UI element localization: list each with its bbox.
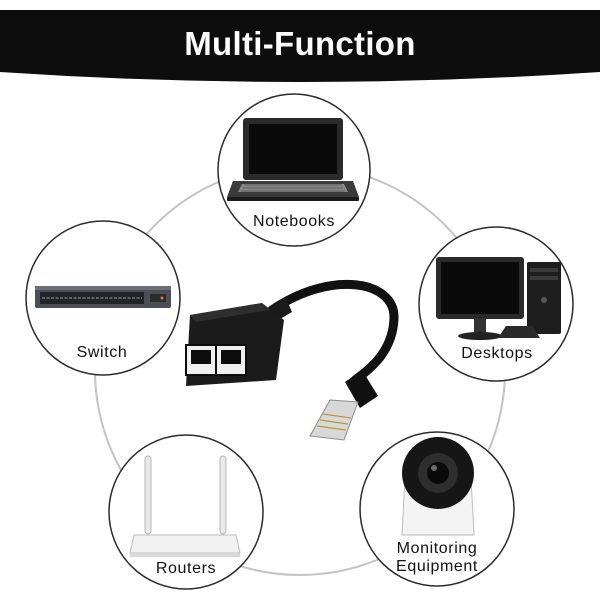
ethernet-cable xyxy=(267,279,399,385)
rj45-port-right xyxy=(215,344,247,376)
routers-label: Routers xyxy=(155,560,217,577)
switch-label: Switch xyxy=(76,344,128,361)
banner-title: Multi-Function xyxy=(184,25,416,62)
desktop-computer-icon xyxy=(436,257,561,340)
network-switch-icon xyxy=(35,286,171,308)
rj45-port-left xyxy=(185,344,217,376)
monitoring-bubble xyxy=(359,431,515,587)
monitoring-label-line2: Equipment xyxy=(396,558,478,575)
laptop-icon xyxy=(227,118,359,201)
desktops-bubble xyxy=(418,226,574,382)
ethernet-splitter-adapter xyxy=(185,279,399,441)
desktops-label: Desktops xyxy=(461,345,533,362)
routers-bubble xyxy=(108,434,264,590)
monitoring-label-line1: Monitoring xyxy=(396,540,478,557)
top-banner xyxy=(0,10,600,82)
security-camera-icon xyxy=(401,437,475,536)
rj45-plug xyxy=(309,370,378,441)
router-icon xyxy=(129,455,241,557)
notebooks-bubble xyxy=(217,93,371,247)
notebooks-label: Notebooks xyxy=(253,213,335,230)
switch-bubble xyxy=(25,220,181,376)
